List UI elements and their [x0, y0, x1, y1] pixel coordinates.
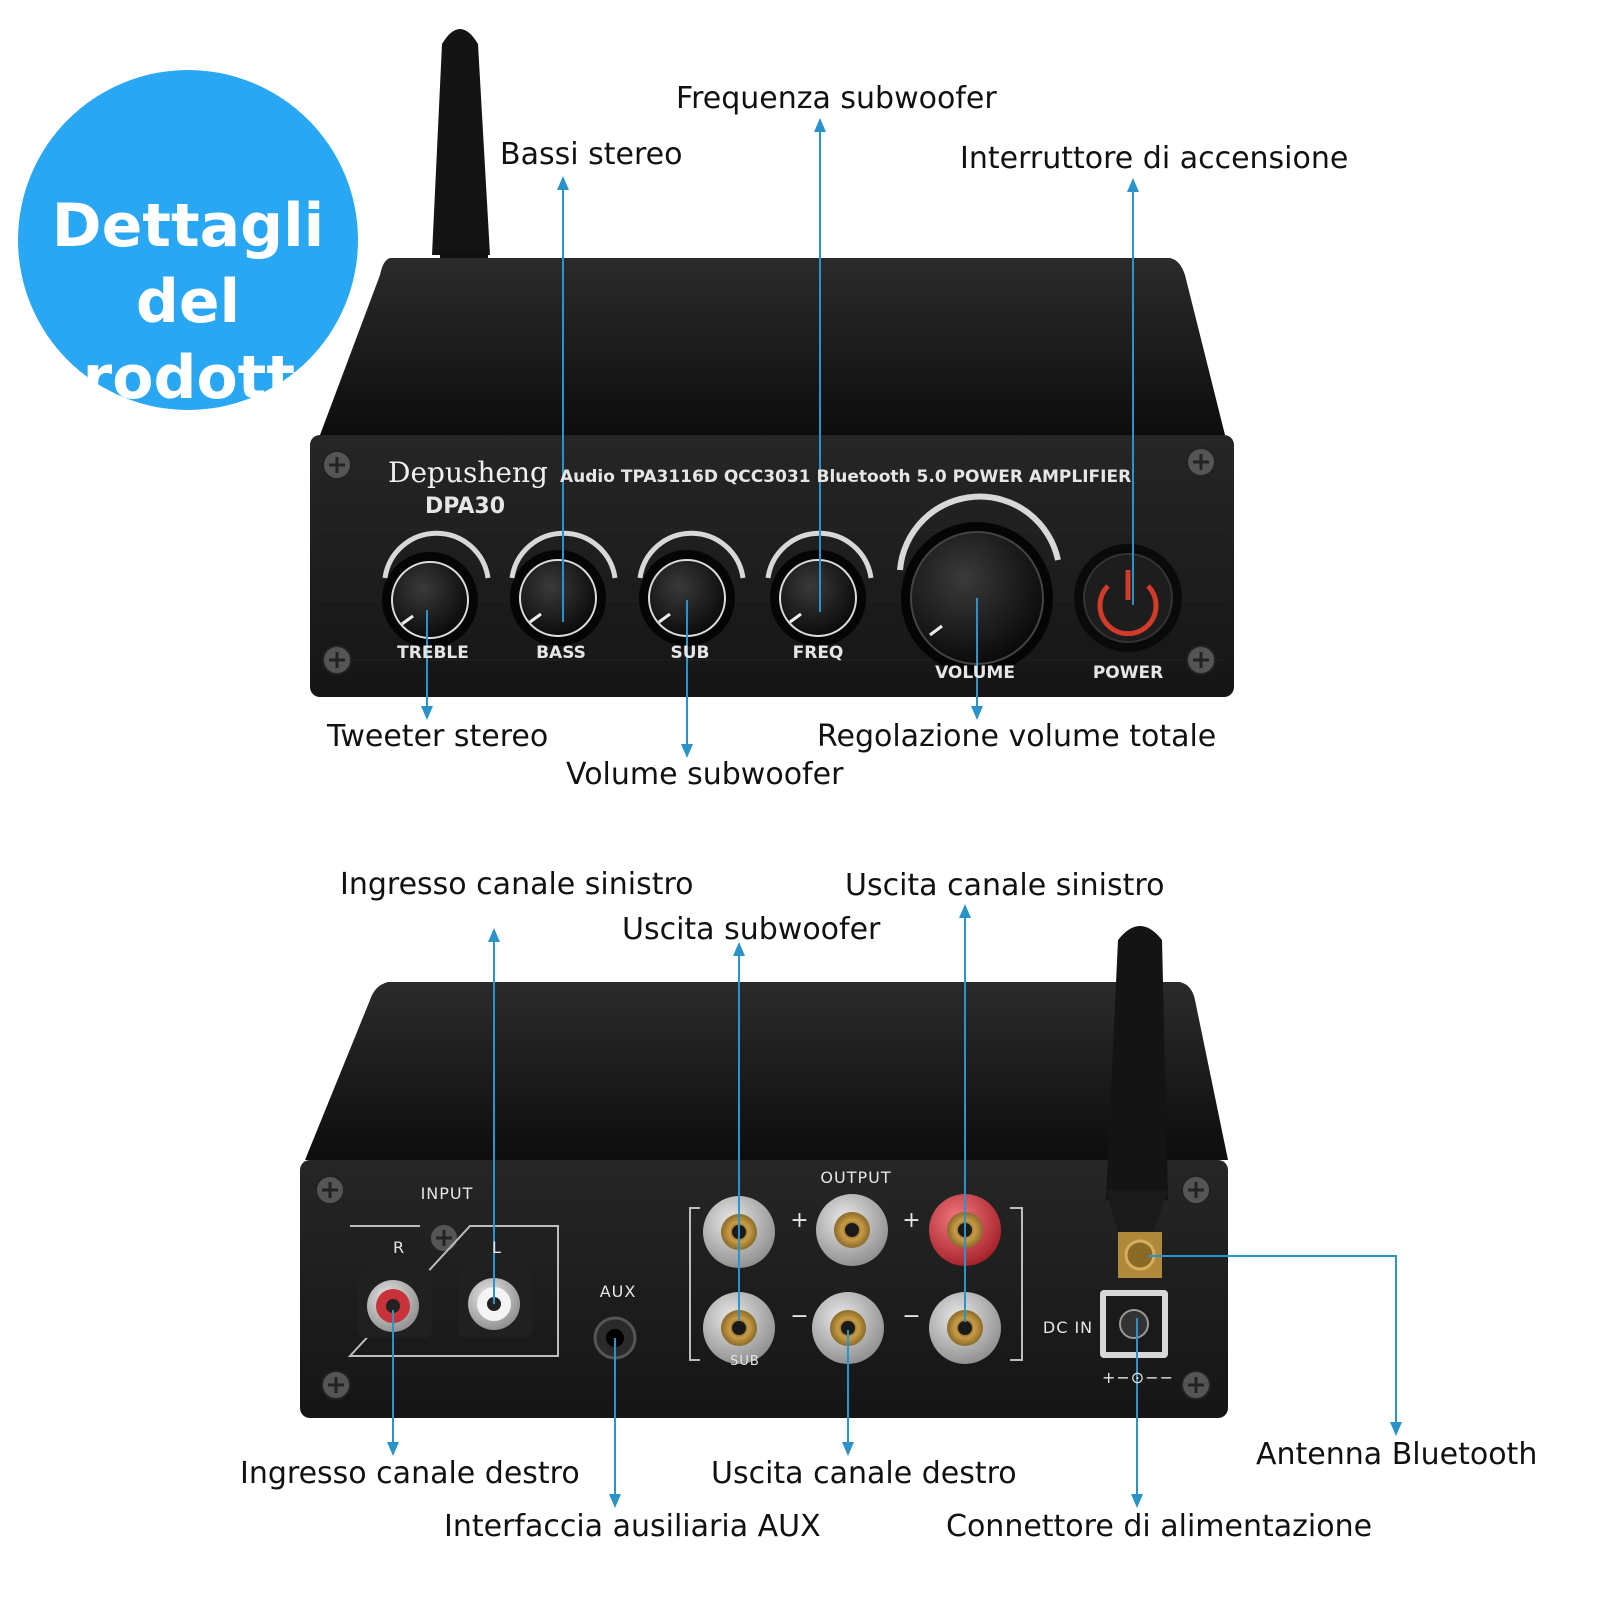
- front-chassis-top: [320, 258, 1225, 435]
- output-frame: [689, 1207, 1023, 1361]
- rca-input-right[interactable]: [358, 1268, 432, 1338]
- volume-label: VOLUME: [935, 663, 1015, 683]
- output-label: OUTPUT: [820, 1168, 892, 1187]
- input-r-label: R: [392, 1238, 406, 1257]
- terminal-sub-minus[interactable]: [703, 1292, 775, 1364]
- callout-bassi-stereo: Bassi stereo: [500, 137, 683, 172]
- callout-uscita-destro: Uscita canale destro: [711, 1456, 1017, 1491]
- rear-chassis-top: [305, 982, 1228, 1160]
- treble-label: TREBLE: [397, 643, 469, 663]
- dc-in-label: DC IN: [1042, 1318, 1094, 1337]
- terminal-right-minus[interactable]: [812, 1292, 884, 1364]
- callout-antenna-bluetooth: Antenna Bluetooth: [1256, 1437, 1538, 1472]
- callout-uscita-sinistro: Uscita canale sinistro: [845, 868, 1165, 903]
- callout-ingresso-destro: Ingresso canale destro: [240, 1456, 580, 1491]
- callout-uscita-subwoofer: Uscita subwoofer: [622, 912, 881, 947]
- sub-knob[interactable]: [637, 530, 746, 646]
- model-name: DPA30: [425, 494, 506, 519]
- minus-sign: −: [790, 1304, 810, 1329]
- badge-title: Dettagli del prodotto: [39, 191, 337, 413]
- callout-tweeter-stereo: Tweeter stereo: [327, 719, 549, 754]
- aux-label: AUX: [599, 1282, 637, 1301]
- input-l-label: L: [492, 1238, 502, 1257]
- bass-label: BASS: [536, 643, 586, 663]
- badge-circle: [18, 70, 358, 410]
- callout-interfaccia-aux: Interfaccia ausiliaria AUX: [444, 1509, 821, 1544]
- freq-knob[interactable]: [765, 530, 874, 646]
- callout-volume-subwoofer: Volume subwoofer: [566, 757, 844, 792]
- power-label: POWER: [1092, 663, 1164, 683]
- sub-output-label: SUB: [730, 1354, 760, 1369]
- callout-regolazione-volume: Regolazione volume totale: [817, 719, 1217, 754]
- plus-sign: +: [902, 1208, 922, 1233]
- treble-knob[interactable]: [382, 530, 491, 648]
- callout-interruttore: Interruttore di accensione: [960, 141, 1349, 176]
- polarity-symbol: +−⊙−−: [1101, 1368, 1175, 1387]
- minus-sign: −: [902, 1304, 922, 1329]
- dc-in-jack[interactable]: [1100, 1290, 1168, 1358]
- terminal-left-minus[interactable]: [929, 1292, 1001, 1364]
- terminal-right-plus[interactable]: [816, 1194, 888, 1266]
- brand-logo-text: Depusheng: [388, 456, 548, 489]
- input-label: INPUT: [420, 1184, 474, 1203]
- callout-connettore: Connettore di alimentazione: [946, 1509, 1373, 1544]
- sub-label: SUB: [670, 643, 710, 663]
- rear-antenna: [1106, 926, 1168, 1278]
- callout-leaders: [392, 126, 1397, 1500]
- freq-label: FREQ: [792, 643, 844, 663]
- callout-frequenza-subwoofer: Frequenza subwoofer: [676, 81, 997, 116]
- power-button[interactable]: [1074, 544, 1182, 652]
- front-antenna: [432, 29, 490, 266]
- amplifier-subtitle: Audio TPA3116D QCC3031 Bluetooth 5.0 POW…: [560, 467, 1132, 487]
- callout-ingresso-sinistro: Ingresso canale sinistro: [340, 867, 694, 902]
- plus-sign: +: [790, 1208, 810, 1233]
- callout-arrowheads: [387, 118, 1402, 1508]
- bass-knob[interactable]: [509, 530, 618, 646]
